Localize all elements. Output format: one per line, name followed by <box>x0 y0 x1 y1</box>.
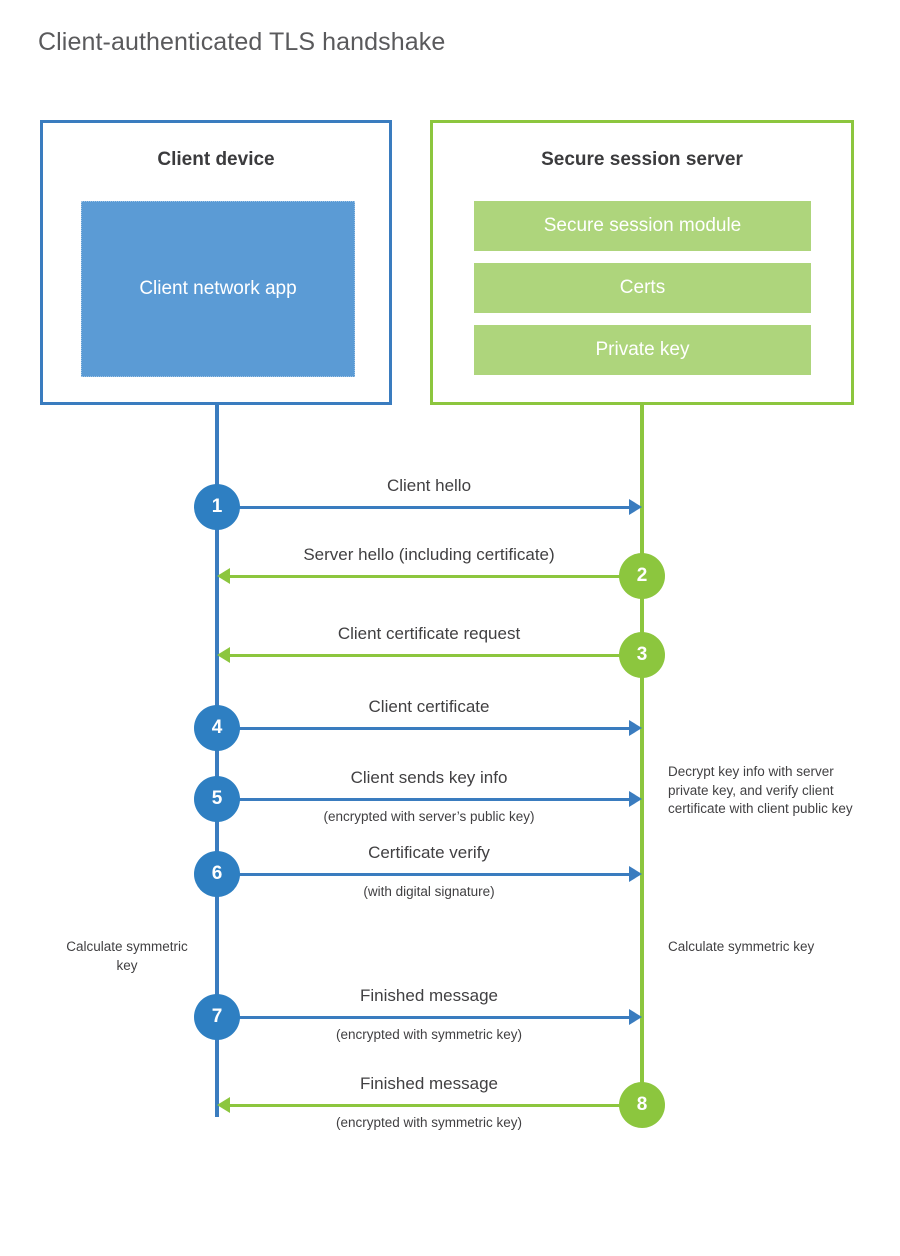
message-label-7: Finished message <box>360 986 498 1005</box>
arrow-head-2 <box>217 568 230 584</box>
message-label-4: Client certificate <box>368 697 490 716</box>
annotation-server-calculate: Calculate symmetric key <box>668 939 815 954</box>
client-network-app-box: Client network app <box>81 201 355 377</box>
arrow-line-3 <box>224 654 642 657</box>
message-sublabel-5: (encrypted with server’s public key) <box>323 809 535 824</box>
message-sublabel-6: (with digital signature) <box>363 884 495 899</box>
arrow-head-7 <box>629 1009 642 1025</box>
step-circle-1: 1 <box>194 484 240 530</box>
arrow-head-5 <box>629 791 642 807</box>
client-device-title: Client device <box>157 149 275 170</box>
message-label-6: Certificate verify <box>368 843 490 862</box>
server-lifeline <box>640 405 644 1105</box>
arrow-head-4 <box>629 720 642 736</box>
arrow-line-8 <box>224 1104 642 1107</box>
client-lifeline <box>215 405 219 1117</box>
message-label-5: Client sends key info <box>350 768 508 787</box>
annotation-client-calculate: Calculate symmetric key <box>66 939 188 973</box>
annotation-server-decrypt: Decrypt key info with server private key… <box>668 764 853 817</box>
step-circle-4: 4 <box>194 705 240 751</box>
secure-session-server-box: Secure session server Secure session mod… <box>430 120 854 405</box>
step-circle-3: 3 <box>619 632 665 678</box>
step-circle-2: 2 <box>619 553 665 599</box>
arrow-line-5 <box>217 798 632 801</box>
server-module-certs: Certs <box>474 263 811 313</box>
message-label-2: Server hello (including certificate) <box>303 545 555 564</box>
server-module-private-key: Private key <box>474 325 811 375</box>
arrow-head-6 <box>629 866 642 882</box>
step-circle-8: 8 <box>619 1082 665 1128</box>
secure-session-server-title: Secure session server <box>541 149 743 170</box>
client-device-box: Client device Client network app <box>40 120 392 405</box>
message-sublabel-8: (encrypted with symmetric key) <box>335 1115 523 1130</box>
arrow-line-7 <box>217 1016 632 1019</box>
arrow-head-8 <box>217 1097 230 1113</box>
message-label-1: Client hello <box>386 476 472 495</box>
arrow-line-4 <box>217 727 632 730</box>
arrow-line-1 <box>217 506 632 509</box>
message-label-3: Client certificate request <box>337 624 521 643</box>
step-circle-5: 5 <box>194 776 240 822</box>
message-sublabel-7: (encrypted with symmetric key) <box>335 1027 523 1042</box>
arrow-line-2 <box>224 575 642 578</box>
arrow-head-1 <box>629 499 642 515</box>
arrow-head-3 <box>217 647 230 663</box>
arrow-line-6 <box>217 873 632 876</box>
message-label-8: Finished message <box>360 1074 498 1093</box>
step-circle-7: 7 <box>194 994 240 1040</box>
server-module-secure-session-module: Secure session module <box>474 201 811 251</box>
page-title: Client-authenticated TLS handshake <box>38 28 446 56</box>
step-circle-6: 6 <box>194 851 240 897</box>
